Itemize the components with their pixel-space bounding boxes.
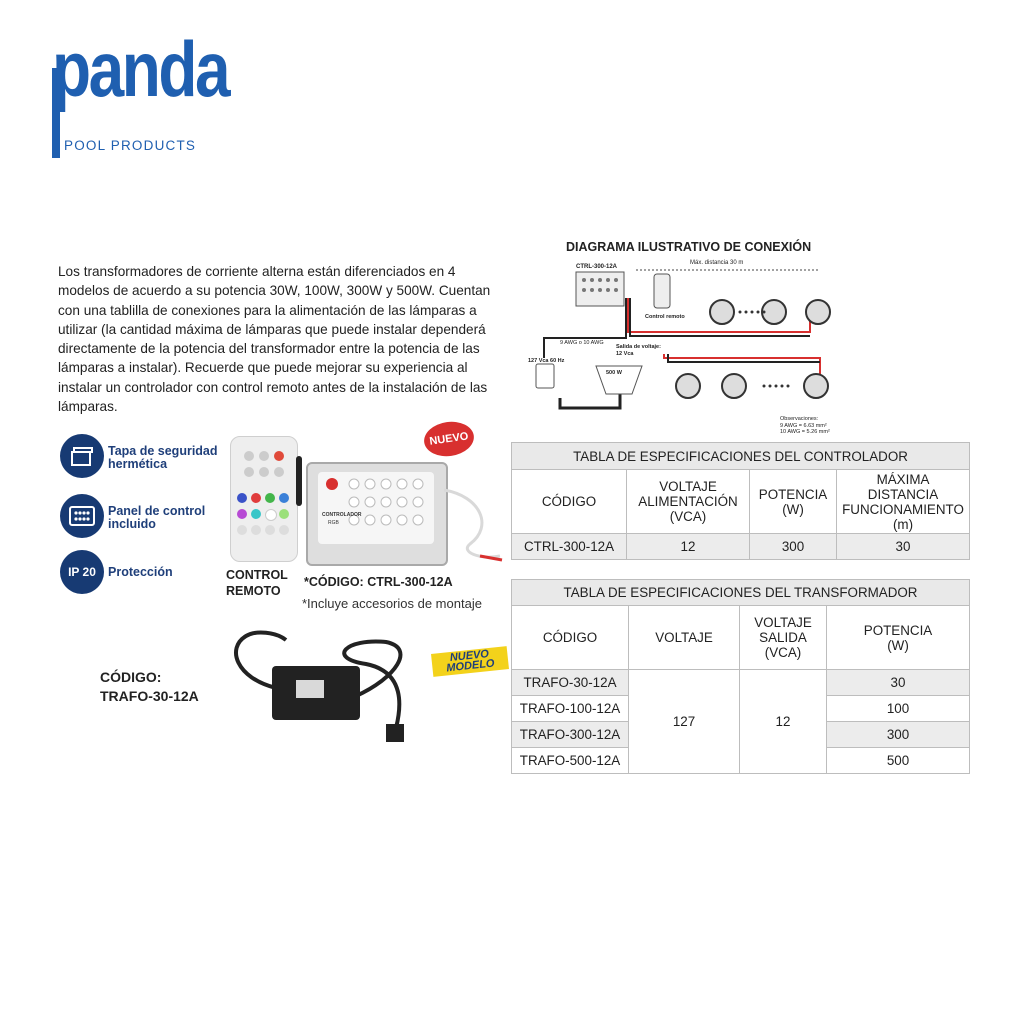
- control-panel-icon: [60, 494, 104, 538]
- table-row: TRAFO-500-12A 500: [511, 747, 970, 774]
- table-cell: TRAFO-30-12A: [511, 669, 629, 696]
- table-cell: 12: [626, 533, 750, 560]
- diagram-output-line: Salida de voltaje:: [616, 344, 661, 350]
- table-row: TRAFO-100-12A 100: [511, 695, 970, 722]
- remote-caption-line: REMOTO: [226, 584, 281, 598]
- new-badge: NUEVO: [421, 418, 477, 460]
- brand-subtitle: POOL PRODUCTS: [64, 138, 197, 153]
- controller-sub: RGB: [328, 520, 339, 526]
- table-cell: 12: [739, 669, 827, 774]
- logo-accent-bar: [52, 68, 60, 158]
- trafo-table-title: TABLA DE ESPECIFICACIONES DEL TRANSFORMA…: [511, 579, 970, 606]
- table-row: CTRL-300-12A 12 300 30: [511, 533, 970, 560]
- table-header-cell: VOLTAJE: [628, 605, 740, 670]
- table-header-cell: POTENCIA (W): [749, 469, 837, 534]
- feature-label: hermética: [108, 457, 168, 471]
- feature-label: incluido: [108, 517, 156, 531]
- diagram-output-line: 12 Vca: [616, 351, 634, 357]
- feature-label: Tapa de seguridad: [108, 444, 218, 458]
- trafo-caption-line: CÓDIGO:: [100, 669, 162, 685]
- feature-control-panel: Panel de control incluido: [60, 494, 205, 538]
- diagram-trafo: 500 W: [606, 370, 622, 376]
- table-row: TRAFO-30-12A 127 12 30: [511, 669, 970, 774]
- table-header-cell: CÓDIGO: [511, 469, 627, 534]
- controller-cable: [443, 488, 503, 562]
- table-cell: 300: [826, 721, 970, 748]
- table-cell: TRAFO-300-12A: [511, 721, 629, 748]
- table-cell: 300: [749, 533, 837, 560]
- table-cell: TRAFO-500-12A: [511, 747, 629, 774]
- trafo-caption-line: TRAFO-30-12A: [100, 688, 199, 704]
- transformer-spec-table: TABLA DE ESPECIFICACIONES DEL TRANSFORMA…: [511, 579, 970, 774]
- transformer-image: [272, 666, 360, 720]
- diagram-distance: Máx. distancia 30 m: [690, 260, 744, 266]
- controller-code: *CÓDIGO: CTRL-300-12A: [304, 575, 453, 589]
- sealed-lid-icon: [60, 434, 104, 478]
- table-header-cell: VOLTAJE SALIDA (VCA): [739, 605, 827, 670]
- table-row: TRAFO-300-12A 300: [511, 721, 970, 748]
- new-model-badge: NUEVO MODELO: [431, 646, 509, 677]
- table-cell: 127: [628, 669, 740, 774]
- brand-logo: panda: [52, 25, 231, 113]
- intro-paragraph: Los transformadores de corriente alterna…: [58, 264, 491, 415]
- remote-caption-line: CONTROL: [226, 568, 288, 582]
- table-header-cell: CÓDIGO: [511, 605, 629, 670]
- feature-protection: IP 20 Protección: [60, 550, 173, 594]
- accessories-note: *Incluye accesorios de montaje: [302, 596, 482, 611]
- table-cell: 100: [826, 695, 970, 722]
- connection-diagram: [535, 269, 831, 410]
- diagram-note-line: Observaciones:: [780, 416, 819, 422]
- controller-brand: CONTROLADOR: [322, 512, 362, 518]
- controller-panel: CONTROLADOR RGB: [318, 472, 434, 544]
- transformer-cable: [234, 630, 404, 742]
- table-cell: 500: [826, 747, 970, 774]
- diagram-title: DIAGRAMA ILUSTRATIVO DE CONEXIÓN: [566, 240, 812, 254]
- table-cell: 30: [826, 669, 970, 696]
- diagram-note-line: 9 AWG = 6.63 mm²: [780, 422, 827, 429]
- controller-spec-table: TABLA DE ESPECIFICACIONES DEL CONTROLADO…: [511, 442, 970, 560]
- diagram-awg: 9 AWG o 10 AWG: [560, 340, 604, 346]
- remote-caption: CONTROL REMOTO: [226, 567, 288, 599]
- feature-label: Protección: [108, 565, 173, 579]
- table-header-cell: MÁXIMA DISTANCIA FUNCIONAMIENTO (m): [836, 469, 970, 534]
- trafo-caption: CÓDIGO: TRAFO-30-12A: [100, 668, 199, 706]
- controller-table-title: TABLA DE ESPECIFICACIONES DEL CONTROLADO…: [511, 442, 970, 470]
- ip20-icon: IP 20: [60, 550, 104, 594]
- table-cell: 30: [836, 533, 970, 560]
- remote-control-image: [230, 436, 298, 562]
- diagram-note-line: 10 AWG = 5.26 mm²: [780, 429, 830, 435]
- table-header-cell: POTENCIA (W): [826, 605, 970, 670]
- feature-label: Panel de control: [108, 504, 206, 518]
- feature-sealed-lid: Tapa de seguridad hermética: [60, 434, 218, 478]
- diagram-output: Salida de voltaje: 12 Vca: [616, 344, 661, 358]
- diagram-input: 127 Vca 60 Hz: [528, 358, 565, 364]
- diagram-notes: Observaciones: 9 AWG = 6.63 mm² 10 AWG =…: [780, 416, 830, 436]
- table-header-cell: VOLTAJE ALIMENTACIÓN (VCA): [626, 469, 750, 534]
- diagram-ctrl-label: CTRL-300-12A: [576, 264, 618, 270]
- diagram-remote-label: Control remoto: [645, 314, 685, 320]
- antenna-icon: [296, 456, 302, 506]
- table-cell: TRAFO-100-12A: [511, 695, 629, 722]
- table-cell: CTRL-300-12A: [511, 533, 627, 560]
